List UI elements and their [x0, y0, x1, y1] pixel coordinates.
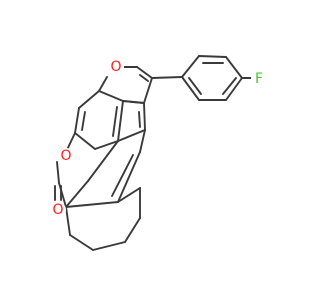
bond: [98, 76, 108, 92]
bond: [117, 100, 124, 142]
bond-layer: [54, 55, 253, 251]
bond: [225, 77, 243, 101]
bond: [94, 140, 119, 150]
bond: [188, 77, 202, 95]
bond: [117, 151, 141, 203]
atom-label-layer: O O O F: [50, 59, 267, 218]
atom-label-furan-oxygen: O: [110, 59, 121, 75]
bond: [151, 76, 183, 79]
bond: [111, 154, 134, 197]
bond: [143, 102, 146, 131]
bond: [225, 56, 243, 79]
bond: [122, 100, 145, 104]
atom-label-background: [251, 71, 267, 87]
bond: [117, 129, 146, 142]
bond: [92, 241, 126, 251]
bond: [56, 161, 60, 184]
bond: [98, 90, 124, 102]
bond: [138, 111, 141, 128]
atom-label-background: [50, 202, 66, 218]
bond: [136, 66, 153, 79]
bond: [87, 140, 119, 182]
bond: [117, 187, 141, 203]
bond: [198, 55, 227, 58]
bond: [78, 90, 100, 109]
bond: [222, 77, 237, 95]
bond: [112, 106, 118, 137]
molecule-canvas: O O O F: [50, 55, 267, 251]
bond: [139, 129, 146, 153]
bond: [139, 74, 149, 82]
bond: [181, 76, 200, 101]
bond: [181, 55, 200, 78]
bond: [81, 111, 86, 131]
atom-label-fluorine: F: [255, 71, 263, 87]
atom-label-background: [58, 148, 74, 164]
chemical-structure-drawing: O O O F: [50, 55, 267, 251]
bond: [65, 180, 89, 208]
bond: [65, 206, 71, 236]
bond: [74, 107, 80, 134]
bond: [69, 234, 94, 251]
bond: [65, 201, 119, 208]
bond: [143, 77, 153, 104]
bond: [74, 132, 96, 150]
atom-label-lactone-oxygen: O: [60, 148, 71, 164]
atom-label-background: [108, 59, 124, 75]
atom-label-carbonyl-oxygen: O: [52, 202, 63, 218]
bond: [124, 217, 141, 243]
